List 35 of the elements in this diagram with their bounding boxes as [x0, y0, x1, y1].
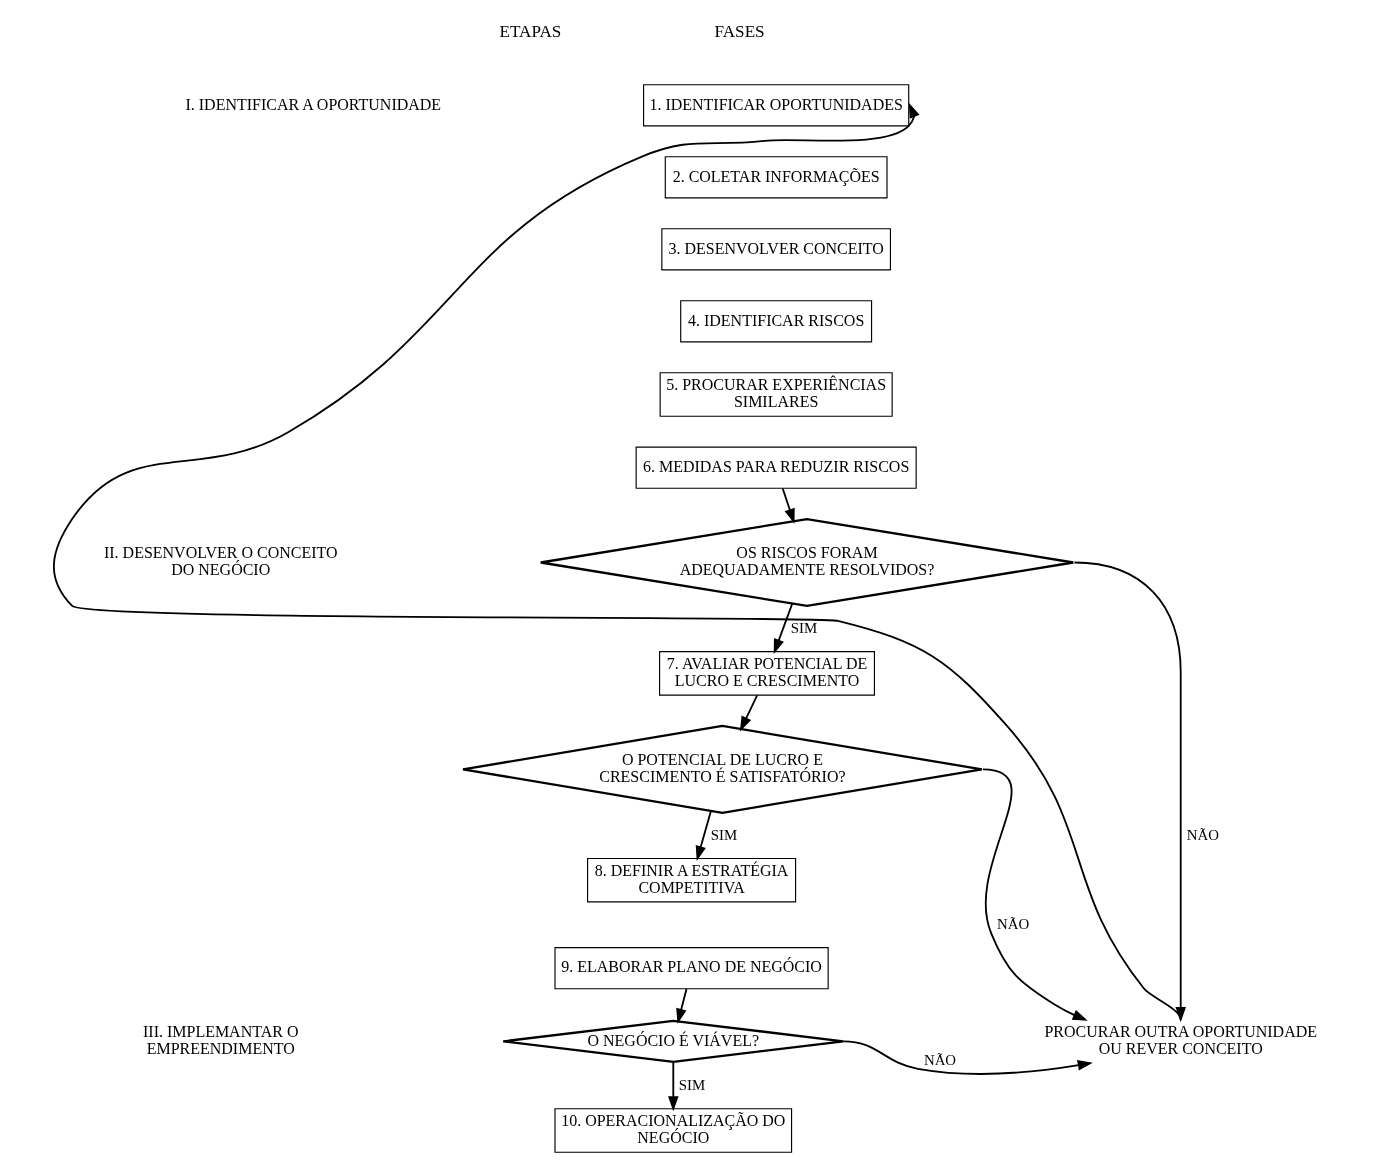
arrow	[842, 1040, 1093, 1075]
edge-label: SIM	[710, 826, 737, 843]
node-box: 7. AVALIAR POTENCIAL DE LUCRO E CRESCIMENTO	[658, 651, 875, 696]
arrow	[52, 102, 1182, 1021]
arrow	[667, 1061, 679, 1112]
node-box: 10. OPERACIONALIZAÇÃO DO NEGÓCIO	[553, 1108, 792, 1153]
node-text: II. DESENVOLVER O CONCEITO DO NEGÓCIO	[103, 544, 337, 579]
node-box: 4. IDENTIFICAR RISCOS	[679, 300, 872, 343]
arrow	[739, 694, 758, 732]
edge-label: SIM	[790, 619, 817, 636]
node-diamond: OS RISCOS FORAM ADEQUADAMENTE RESOLVIDOS?	[539, 517, 1074, 608]
node-box: 1. IDENTIFICAR OPORTUNIDADES	[642, 84, 909, 127]
node-text: III. IMPLEMANTAR O EMPREENDIMENTO	[142, 1023, 298, 1058]
edge-label: NÃO	[996, 915, 1029, 932]
label: FASES	[714, 22, 765, 42]
arrow	[781, 487, 795, 524]
arrow	[773, 602, 793, 655]
node-box: 6. MEDIDAS PARA REDUZIR RISCOS	[635, 446, 917, 489]
node-diamond: O POTENCIAL DE LUCRO E CRESCIMENTO É SATISFATÓRIO?	[461, 724, 983, 814]
label: ETAPAS	[499, 22, 561, 42]
edge-label: NÃO	[923, 1051, 956, 1068]
node-box: 2. COLETAR INFORMAÇÕES	[664, 156, 888, 199]
node-diamond: O NEGÓCIO É VIÁVEL?	[501, 1019, 844, 1064]
node-box: 3. DESENVOLVER CONCEITO	[660, 228, 891, 271]
arrow	[695, 810, 712, 862]
node-box: 8. DEFINIR A ESTRATÉGIA COMPETITIVA	[586, 857, 796, 903]
node-text: I. IDENTIFICAR A OPORTUNIDADE	[184, 95, 441, 113]
node-box: 5. PROCURAR EXPERIÊNCIAS SIMILARES	[659, 372, 893, 417]
edge-label: NÃO	[1186, 826, 1219, 843]
node-text: PROCURAR OUTRA OPORTUNIDADE OU REVER CONCEITO	[1043, 1023, 1317, 1058]
node-box: 9. ELABORAR PLANO DE NEGÓCIO	[553, 947, 829, 990]
arrow	[981, 768, 1088, 1021]
arrow	[1073, 561, 1186, 1023]
edge-label: SIM	[678, 1076, 705, 1093]
arrow	[675, 988, 687, 1024]
